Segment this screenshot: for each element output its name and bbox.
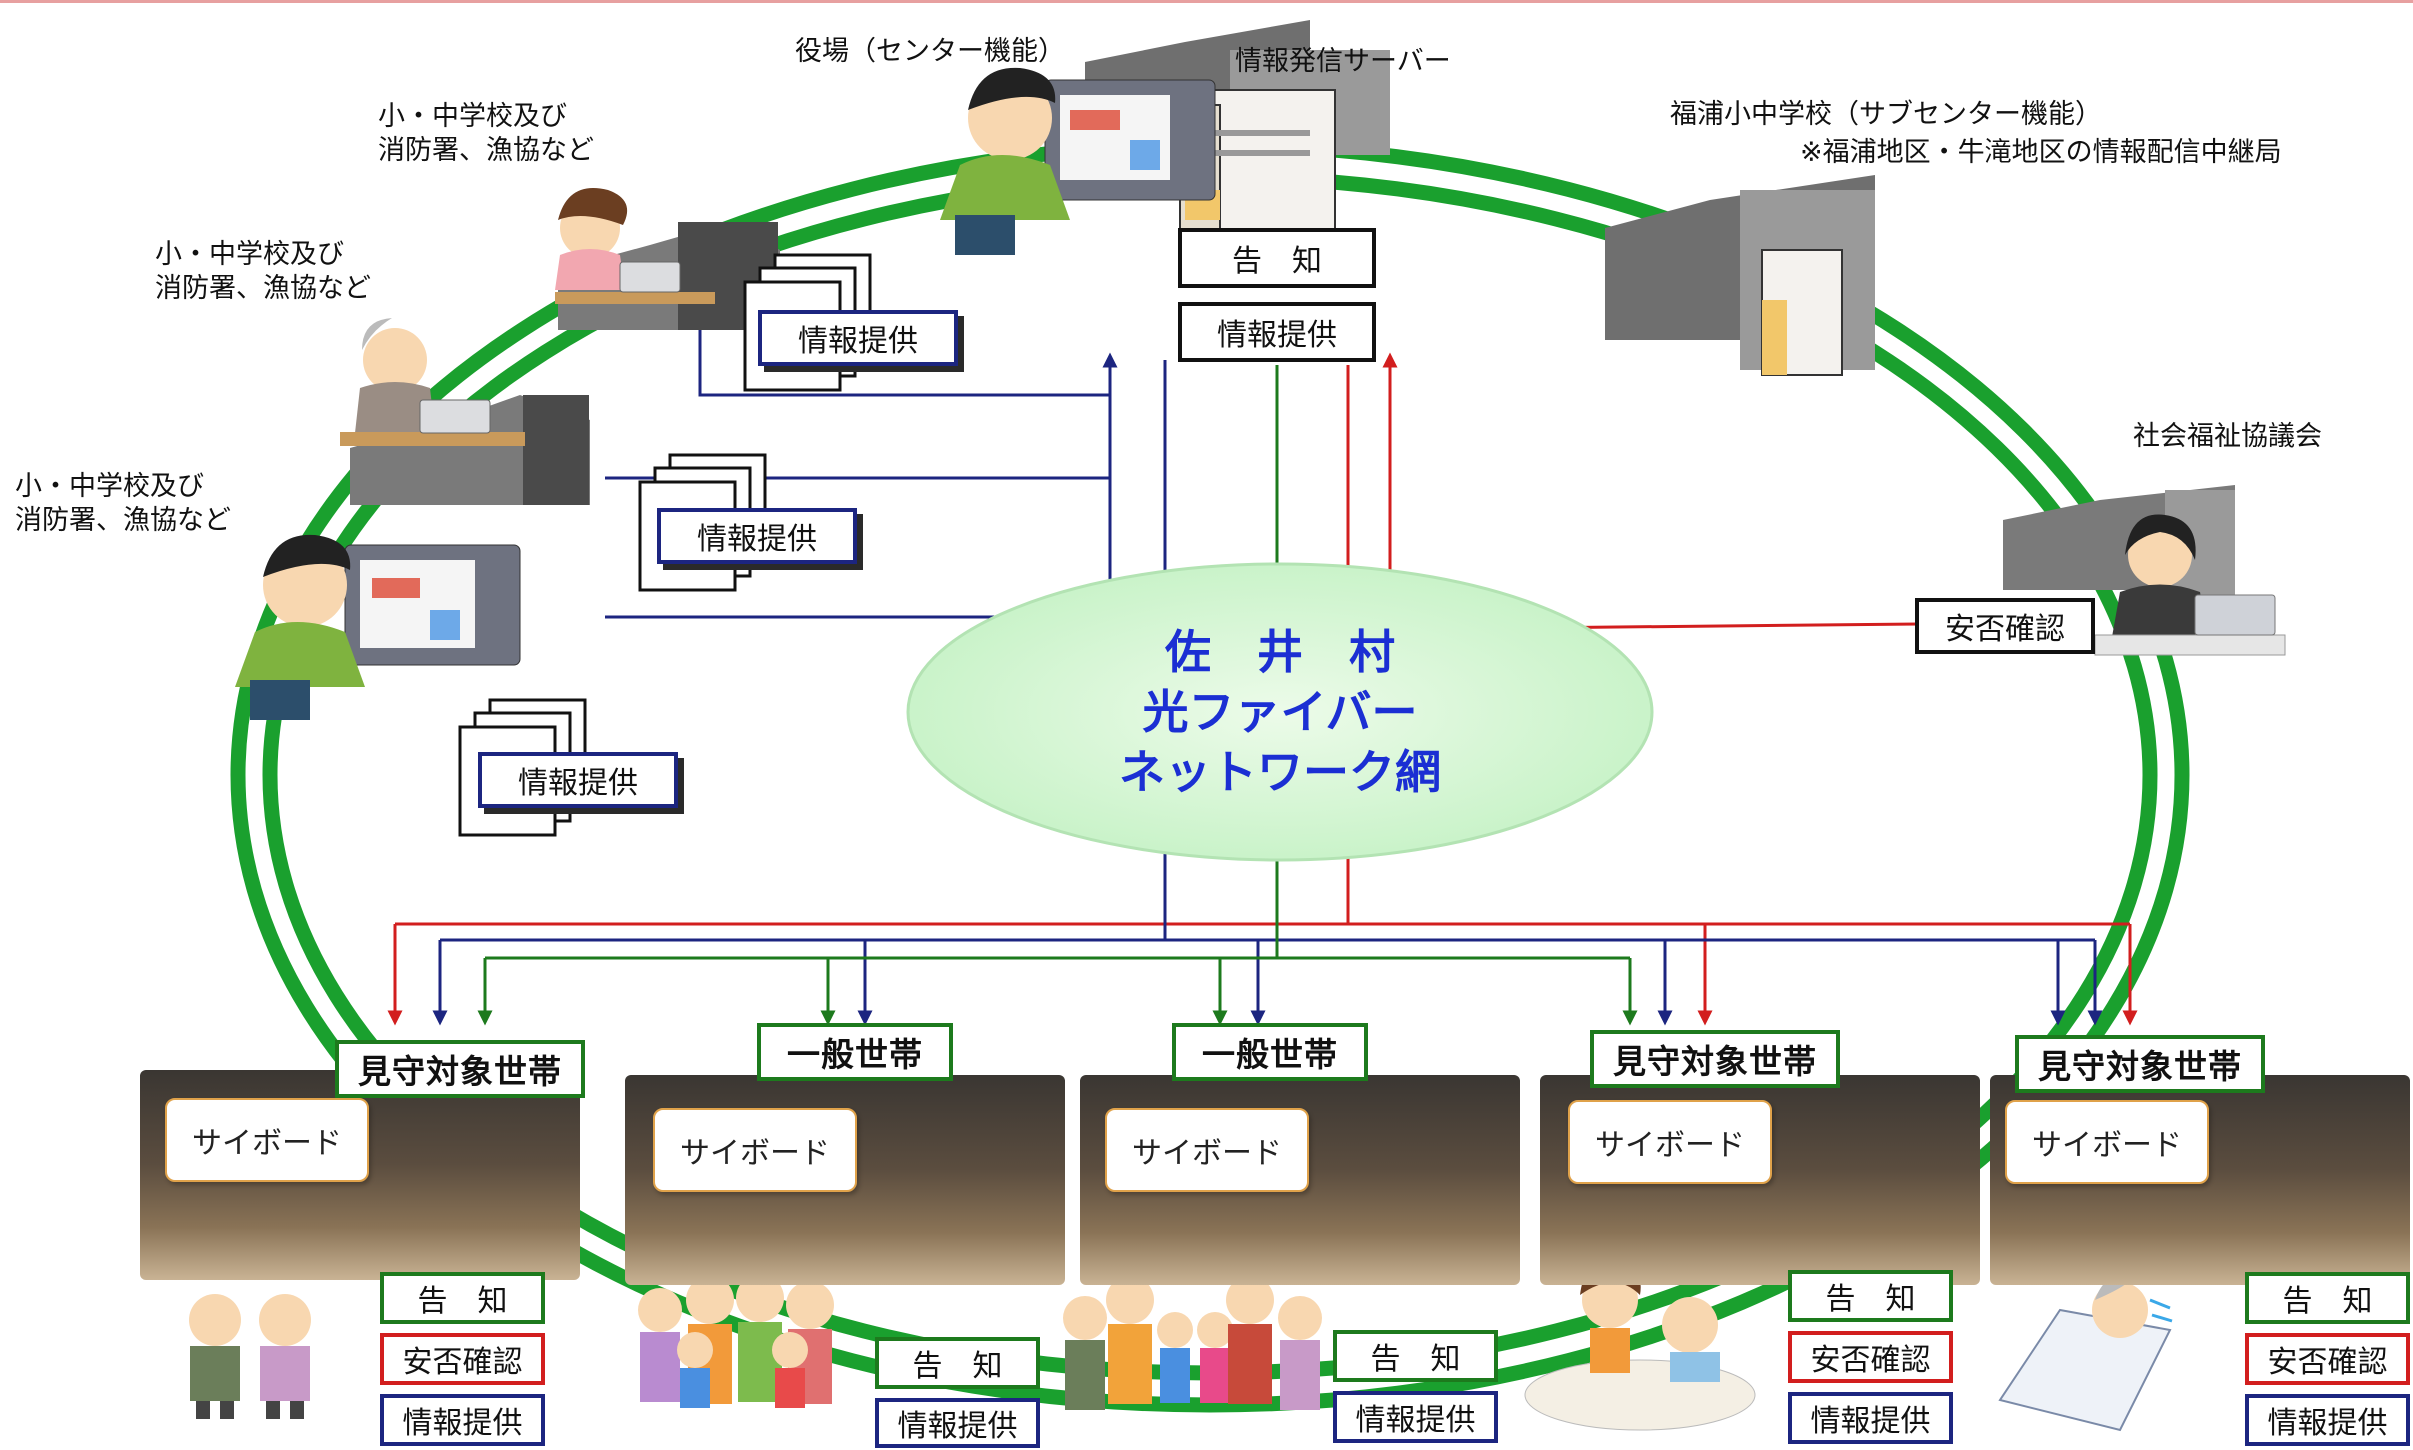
info-box-school-3: 情報提供 bbox=[478, 752, 678, 808]
office-worker-elder-icon bbox=[340, 318, 525, 446]
family-group-2-icon bbox=[1063, 1276, 1322, 1410]
household-title-4: 見守対象世帯 bbox=[1590, 1030, 1840, 1088]
h5-announce: 告 知 bbox=[2245, 1272, 2410, 1324]
building-school-2 bbox=[350, 395, 590, 505]
h4-info: 情報提供 bbox=[1788, 1392, 1953, 1444]
h2-info: 情報提供 bbox=[875, 1398, 1040, 1448]
announce-box-center: 告 知 bbox=[1178, 228, 1376, 288]
safety-box-welfare: 安否確認 bbox=[1915, 598, 2095, 654]
cyboard-bubble-1: サイボード bbox=[165, 1098, 369, 1182]
label-fukura: 福浦小中学校（サブセンター機能） bbox=[1670, 99, 2102, 130]
label-school-2: 小・中学校及び 消防署、漁協など bbox=[155, 238, 371, 306]
elderly-couple-icon bbox=[189, 1294, 311, 1419]
info-box-center: 情報提供 bbox=[1178, 302, 1376, 362]
label-town-hall: 役場（センター機能） bbox=[795, 36, 1065, 67]
label-school-1: 小・中学校及び 消防署、漁協など bbox=[378, 100, 594, 168]
network-cloud bbox=[906, 562, 1654, 862]
h3-info: 情報提供 bbox=[1333, 1391, 1498, 1443]
label-fukura-note: ※福浦地区・牛滝地区の情報配信中継局 bbox=[1800, 137, 2282, 168]
h1-safety: 安否確認 bbox=[380, 1333, 545, 1385]
town-hall-operator-icon bbox=[940, 67, 1216, 255]
label-school-3-line2: 消防署、漁協など bbox=[15, 505, 231, 536]
h5-info: 情報提供 bbox=[2245, 1394, 2410, 1446]
network-title: 佐 井 村 光ファイバー ネットワーク網 bbox=[1000, 622, 1560, 802]
center-line-2: 光ファイバー bbox=[1142, 685, 1418, 739]
welfare-staff-icon bbox=[2094, 514, 2286, 656]
bedridden-resident-icon bbox=[1998, 1274, 2173, 1432]
cyboard-bubble-2: サイボード bbox=[653, 1108, 857, 1192]
family-group-1-icon bbox=[638, 1274, 834, 1408]
cyboard-bubble-3: サイボード bbox=[1105, 1108, 1309, 1192]
distribution-lines bbox=[387, 845, 2138, 1026]
h1-announce: 告 知 bbox=[380, 1272, 545, 1324]
h1-info: 情報提供 bbox=[380, 1394, 545, 1446]
h4-safety: 安否確認 bbox=[1788, 1331, 1953, 1383]
household-title-3: 一般世帯 bbox=[1172, 1023, 1368, 1081]
cyboard-bubble-4: サイボード bbox=[1568, 1100, 1772, 1184]
h4-announce: 告 知 bbox=[1788, 1270, 1953, 1322]
info-box-school-2: 情報提供 bbox=[657, 508, 857, 564]
cyboard-bubble-5: サイボード bbox=[2005, 1100, 2209, 1184]
household-title-1: 見守対象世帯 bbox=[335, 1040, 585, 1098]
office-worker-woman-icon bbox=[555, 188, 715, 304]
label-school-1-line1: 小・中学校及び bbox=[378, 101, 567, 132]
caregiver-patient-icon bbox=[1524, 1259, 1756, 1431]
office-worker-man-icon bbox=[235, 534, 521, 720]
label-welfare: 社会福祉協議会 bbox=[2133, 421, 2322, 452]
household-title-2: 一般世帯 bbox=[757, 1023, 953, 1081]
label-school-2-line1: 小・中学校及び bbox=[155, 239, 344, 270]
label-school-3: 小・中学校及び 消防署、漁協など bbox=[15, 470, 231, 538]
label-server: 情報発信サーバー bbox=[1235, 46, 1451, 77]
label-school-3-line1: 小・中学校及び bbox=[15, 471, 204, 502]
building-fukura bbox=[1605, 175, 1875, 376]
h2-announce: 告 知 bbox=[875, 1337, 1040, 1389]
h5-safety: 安否確認 bbox=[2245, 1333, 2410, 1385]
h3-announce: 告 知 bbox=[1333, 1330, 1498, 1382]
label-school-1-line2: 消防署、漁協など bbox=[378, 135, 594, 166]
center-line-3: ネットワーク網 bbox=[1119, 745, 1441, 799]
household-title-5: 見守対象世帯 bbox=[2015, 1035, 2265, 1093]
info-box-school-1: 情報提供 bbox=[758, 310, 958, 366]
center-line-1: 佐 井 村 bbox=[1165, 625, 1395, 679]
server-tower-icon bbox=[1179, 89, 1336, 256]
label-school-2-line2: 消防署、漁協など bbox=[155, 273, 371, 304]
